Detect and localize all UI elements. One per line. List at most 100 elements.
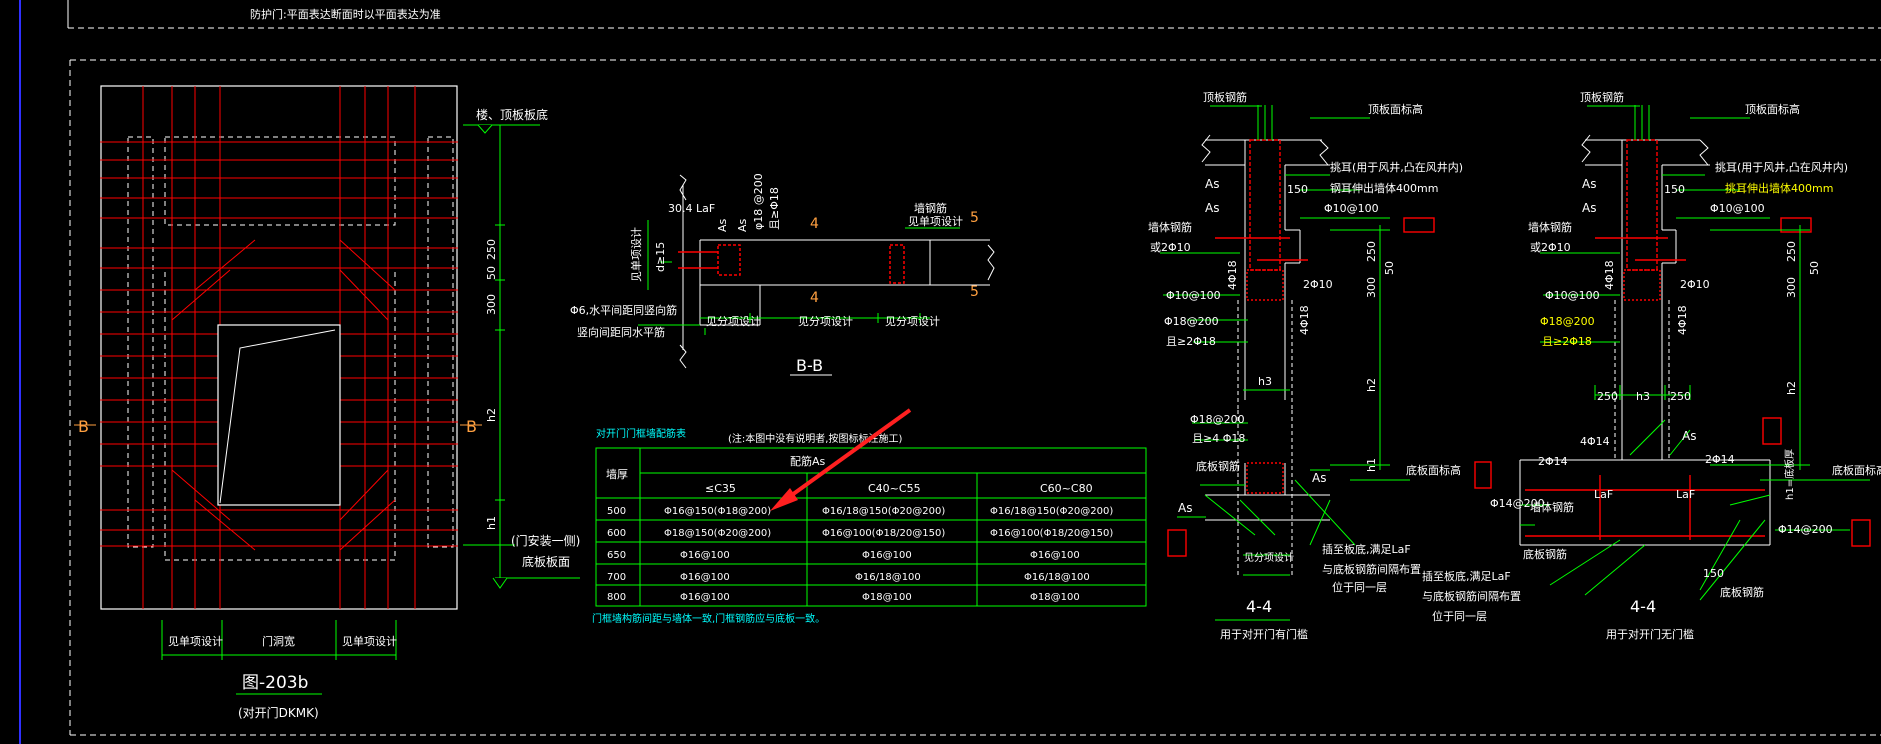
table-col-c35: ≤C35 xyxy=(705,482,736,495)
annotation-arrow xyxy=(770,408,912,511)
s44b-floor-bars2: 底板钢筋 xyxy=(1720,585,1764,599)
bb-lbl-4a: 4 xyxy=(810,216,819,232)
s44a-phi18v2: 4Φ18 xyxy=(1298,305,1311,335)
s44b-phi10-100b: Φ10@100 xyxy=(1545,289,1600,302)
table-cell-c55: Φ16@100(Φ18/20@150) xyxy=(822,528,945,539)
s44b-subtitle: 用于对开门无门槛 xyxy=(1606,627,1694,641)
bb-lbl-wall2: 见单项设计 xyxy=(908,215,963,228)
table-col-c55: C40~C55 xyxy=(868,482,921,495)
table-cell-thick: 500 xyxy=(607,506,626,517)
table-cell-c35: Φ16@100 xyxy=(680,550,730,561)
fig203-elevation xyxy=(74,85,580,695)
fig203-dim-h1: h1 xyxy=(485,516,498,530)
s44b-phi14-200: Φ14@200 xyxy=(1490,497,1545,510)
s44b-top-left: 顶板钢筋 xyxy=(1580,90,1624,104)
table-cell-thick: 700 xyxy=(607,572,626,583)
bb-lbl-4b: 4 xyxy=(810,290,819,306)
s44b-phi18-200a: Φ18@200 xyxy=(1540,315,1595,328)
table-row: 600 Φ18@150(Φ20@200) Φ16@100(Φ18/20@150)… xyxy=(607,528,1113,539)
table-header-group: 配筋As xyxy=(790,454,826,468)
s44a-d150: 150 xyxy=(1287,183,1308,196)
s44b-as1: As xyxy=(1582,177,1596,191)
s44b-d300: 300 xyxy=(1785,277,1798,298)
fig203-b-right: B xyxy=(466,417,477,436)
table-cell-c80: Φ18@100 xyxy=(1030,592,1080,603)
table-cell-c55: Φ18@100 xyxy=(862,592,912,603)
s44a-note1: 插至板底,满足LaF xyxy=(1322,542,1411,556)
table-cell-c35: Φ16@100 xyxy=(680,572,730,583)
s44a-phi10-100b: Φ10@100 xyxy=(1166,289,1221,302)
fig203-bottom-right: 见单项设计 xyxy=(342,635,397,648)
s44a-h1: h1 xyxy=(1365,458,1378,472)
s44b-as3: As xyxy=(1682,429,1696,443)
fig203-dim-h2: h2 xyxy=(485,408,498,422)
table-cell-thick: 600 xyxy=(607,528,626,539)
bb-lbl-phi6b: 竖向间距同水平筋 xyxy=(577,325,665,339)
s44a-hook2: 钢耳伸出墙体400mm xyxy=(1330,181,1438,195)
s44b-title: 4-4 xyxy=(1630,597,1656,616)
s44a-note3: 位于同一层 xyxy=(1332,580,1387,594)
s44b-phi14c: 2Φ14 xyxy=(1705,453,1735,466)
s44b-phi18v2: 4Φ18 xyxy=(1676,305,1689,335)
bb-bot1: 见分项设计 xyxy=(706,315,761,328)
bb-lbl-wall1: 墙钢筋 xyxy=(914,201,947,215)
s44b-top-right: 顶板面标高 xyxy=(1745,102,1800,116)
fig203-bottom-left: 见单项设计 xyxy=(168,635,223,648)
fig203-label-bottom: 底板板面 xyxy=(522,554,570,569)
s44a-phi18-200c: Φ18@200 xyxy=(1190,413,1245,426)
bb-lbl-phi18b: 且≥Φ18 xyxy=(768,187,781,230)
s44b-wall-b: 或2Φ10 xyxy=(1530,241,1571,254)
s44b-d250b: 250 xyxy=(1670,390,1691,403)
s44b-phi14b: 2Φ14 xyxy=(1538,455,1568,468)
table-cell-c80: Φ16/18@150(Φ20@200) xyxy=(990,506,1113,517)
s44b-floor-lvl: 底板面标高 xyxy=(1832,463,1881,477)
s44a-phi18v: 4Φ18 xyxy=(1226,260,1239,290)
fig203-b-left: B xyxy=(78,417,89,436)
s44b-phi10-2: 2Φ10 xyxy=(1680,278,1710,291)
section44a-drawing xyxy=(1160,105,1435,621)
s44a-as2: As xyxy=(1205,201,1219,215)
s44a-floor-lvl: 底板面标高 xyxy=(1406,463,1461,477)
bb-bot3: 见分项设计 xyxy=(885,315,940,328)
section44b-drawing xyxy=(1474,105,1871,601)
table-caption: 对开门门框墙配筋表 xyxy=(596,427,686,440)
bb-lbl-as2: As xyxy=(736,218,749,232)
fig203-dim-250: 250 xyxy=(485,239,498,260)
s44b-h2: h2 xyxy=(1785,381,1798,395)
s44b-phi10-100a: Φ10@100 xyxy=(1710,202,1765,215)
s44a-floor: 底板钢筋 xyxy=(1196,459,1240,473)
s44b-note3: 位于同一层 xyxy=(1432,609,1487,623)
s44a-phi18-200d: 且≥4 Φ18 xyxy=(1192,432,1245,445)
s44a-h3: h3 xyxy=(1258,375,1272,388)
s44b-wall-bars: 墙体钢筋 xyxy=(1530,500,1574,514)
s44a-wall-b: 或2Φ10 xyxy=(1150,241,1191,254)
s44a-top-right: 顶板面标高 xyxy=(1368,102,1423,116)
table-cell-c80: Φ16@100 xyxy=(1030,550,1080,561)
top-note: 防护门:平面表达断面时以平面表达为准 xyxy=(250,7,441,21)
s44b-d150b: 150 xyxy=(1703,567,1724,580)
s44b-wall-a: 墙体钢筋 xyxy=(1528,220,1572,234)
s44a-note2: 与底板钢筋间隔布置 xyxy=(1322,562,1421,576)
table-row: 700 Φ16@100 Φ16/18@100 Φ16/18@100 xyxy=(607,572,1090,583)
s44b-phi18v: 4Φ18 xyxy=(1603,260,1616,290)
s44a-subtitle: 用于对开门有门槛 xyxy=(1220,627,1308,641)
bb-bot2: 见分项设计 xyxy=(798,315,853,328)
s44b-d150: 150 xyxy=(1664,183,1685,196)
s44b-phi14-200b: Φ14@200 xyxy=(1778,523,1833,536)
bb-title: B-B xyxy=(796,356,823,375)
table-cell-c55: Φ16@100 xyxy=(862,550,912,561)
s44a-h2: h2 xyxy=(1365,378,1378,392)
fig203-dim-50: 50 xyxy=(485,266,498,280)
table-cell-c80: Φ16@100(Φ18/20@150) xyxy=(990,528,1113,539)
table-row: 650 Φ16@100 Φ16@100 Φ16@100 xyxy=(607,550,1080,561)
section-bb-drawing xyxy=(638,174,995,376)
s44a-title: 4-4 xyxy=(1246,597,1272,616)
s44a-d250: 250 xyxy=(1365,241,1378,262)
s44a-phi18-200b: 且≥2Φ18 xyxy=(1166,335,1216,348)
bb-lbl-as1: As xyxy=(716,218,729,232)
s44a-hook: 挑耳(用于风井,凸在风井内) xyxy=(1330,160,1463,174)
table-cell-c35: Φ16@150(Φ18@200) xyxy=(664,506,771,517)
bb-lbl-jian: 见单项设计 xyxy=(630,227,643,282)
fig203-label-top: 楼、顶板板底 xyxy=(476,107,548,122)
